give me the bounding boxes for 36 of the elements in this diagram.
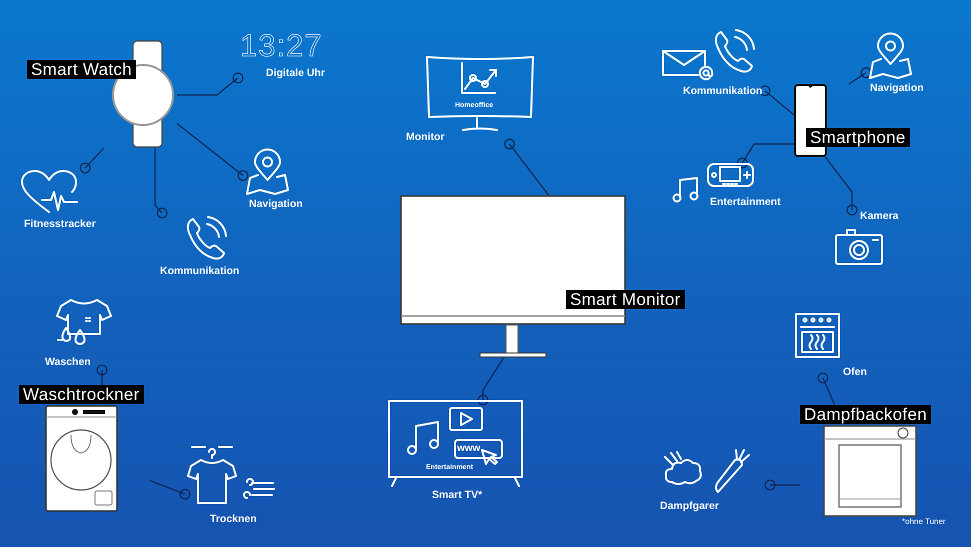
feature-label: Monitor xyxy=(406,131,444,143)
connector-line xyxy=(760,85,794,116)
url-text: www xyxy=(457,443,480,455)
connector-line xyxy=(824,156,858,216)
connector-line xyxy=(154,148,168,218)
device-label: Smart Monitor xyxy=(566,290,685,309)
connector-line xyxy=(177,72,244,96)
feature-label: Smart TV* xyxy=(432,489,482,501)
footnote: *ohne Tuner xyxy=(902,517,946,526)
feature-label: Waschen xyxy=(45,356,91,368)
connector-line xyxy=(737,143,794,168)
feature-label: Kamera xyxy=(860,210,899,222)
clock-digits: 13:27 xyxy=(240,30,323,61)
device-label: Waschtrockner xyxy=(19,385,144,404)
feature-label: Entertainment xyxy=(710,196,781,208)
feature-label: Trocknen xyxy=(210,513,257,525)
feature-label: Navigation xyxy=(249,198,303,210)
connector-line xyxy=(504,138,549,196)
connector-line xyxy=(848,67,872,84)
feature-label: Navigation xyxy=(870,82,924,94)
connector-line xyxy=(80,148,104,174)
connector-line xyxy=(150,480,190,500)
connector-line xyxy=(818,372,836,406)
feature-label: Kommunikation xyxy=(160,265,240,277)
connector-line xyxy=(96,364,108,385)
device-label: Smart Watch xyxy=(27,60,136,79)
feature-label: Fitnesstracker xyxy=(24,218,96,230)
device-label: Smartphone xyxy=(806,128,910,147)
connector-line xyxy=(764,480,800,490)
feature-label: Kommunikation xyxy=(683,85,762,97)
connector-line xyxy=(176,123,248,181)
feature-label: Digitale Uhr xyxy=(266,67,325,79)
feature-label: Dampfgarer xyxy=(660,500,719,512)
feature-label: Ofen xyxy=(843,366,867,378)
connector-line xyxy=(478,358,504,406)
device-label: Dampfbackofen xyxy=(800,405,931,424)
